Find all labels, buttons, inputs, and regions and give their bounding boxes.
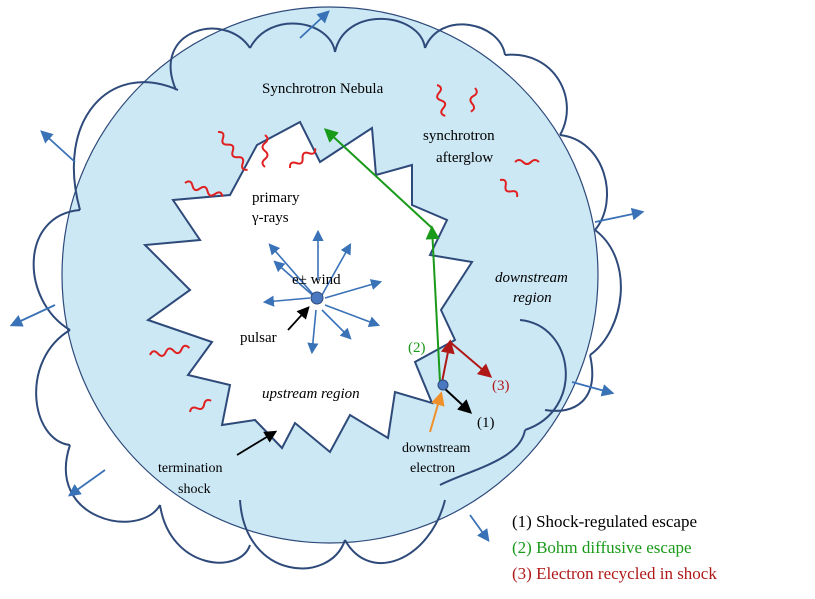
termination-shock-label-line2: shock (178, 482, 211, 497)
path-2-label: (2) (408, 340, 426, 356)
path-1-label: (1) (477, 415, 495, 431)
primary-gamma-label-line2: γ-rays (251, 210, 289, 226)
upstream-region-label: upstream region (262, 386, 360, 402)
gamma-ray-squiggles (149, 84, 540, 413)
afterglow-label-line2: afterglow (436, 150, 493, 166)
pulsar-label: pulsar (240, 330, 277, 346)
nebula-label: Synchrotron Nebula (262, 81, 384, 97)
pulsar-pointer (287, 306, 310, 331)
electron-label-line2: electron (410, 461, 455, 476)
path-2-lower-segment (425, 225, 441, 383)
path-3-right-segment (449, 341, 493, 378)
path-3-label: (3) (492, 378, 510, 394)
termination-shock-pointer (236, 430, 278, 456)
termination-shock-boundary (142, 120, 474, 454)
termination-shock-label-line1: termination (158, 461, 223, 476)
electron-pointer (429, 391, 445, 433)
primary-gamma-label-line1: primary (252, 190, 300, 206)
downstream-electron-dot (437, 379, 449, 391)
legend-item-3: (3) Electron recycled in shock (512, 564, 717, 583)
path-1-arrow (443, 387, 473, 414)
legend-item-2: (2) Bohm diffusive escape (512, 538, 692, 557)
downstream-region-label-line2: region (513, 290, 552, 306)
wind-arrows (262, 229, 383, 355)
path-2-upper-segment (323, 128, 433, 229)
wind-label: e± wind (292, 272, 341, 288)
legend: (1) Shock-regulated escape (2) Bohm diff… (512, 512, 717, 583)
downstream-region-label-line1: downstream (495, 270, 568, 286)
escape-arrows (9, 10, 645, 543)
outer-cloud-boundary (32, 17, 622, 570)
electron-label-line1: downstream (402, 441, 471, 456)
legend-item-1: (1) Shock-regulated escape (512, 512, 697, 531)
path-3-up-segment (440, 339, 455, 383)
pulsar-dot (310, 291, 324, 305)
afterglow-label-line1: synchrotron (423, 128, 495, 144)
